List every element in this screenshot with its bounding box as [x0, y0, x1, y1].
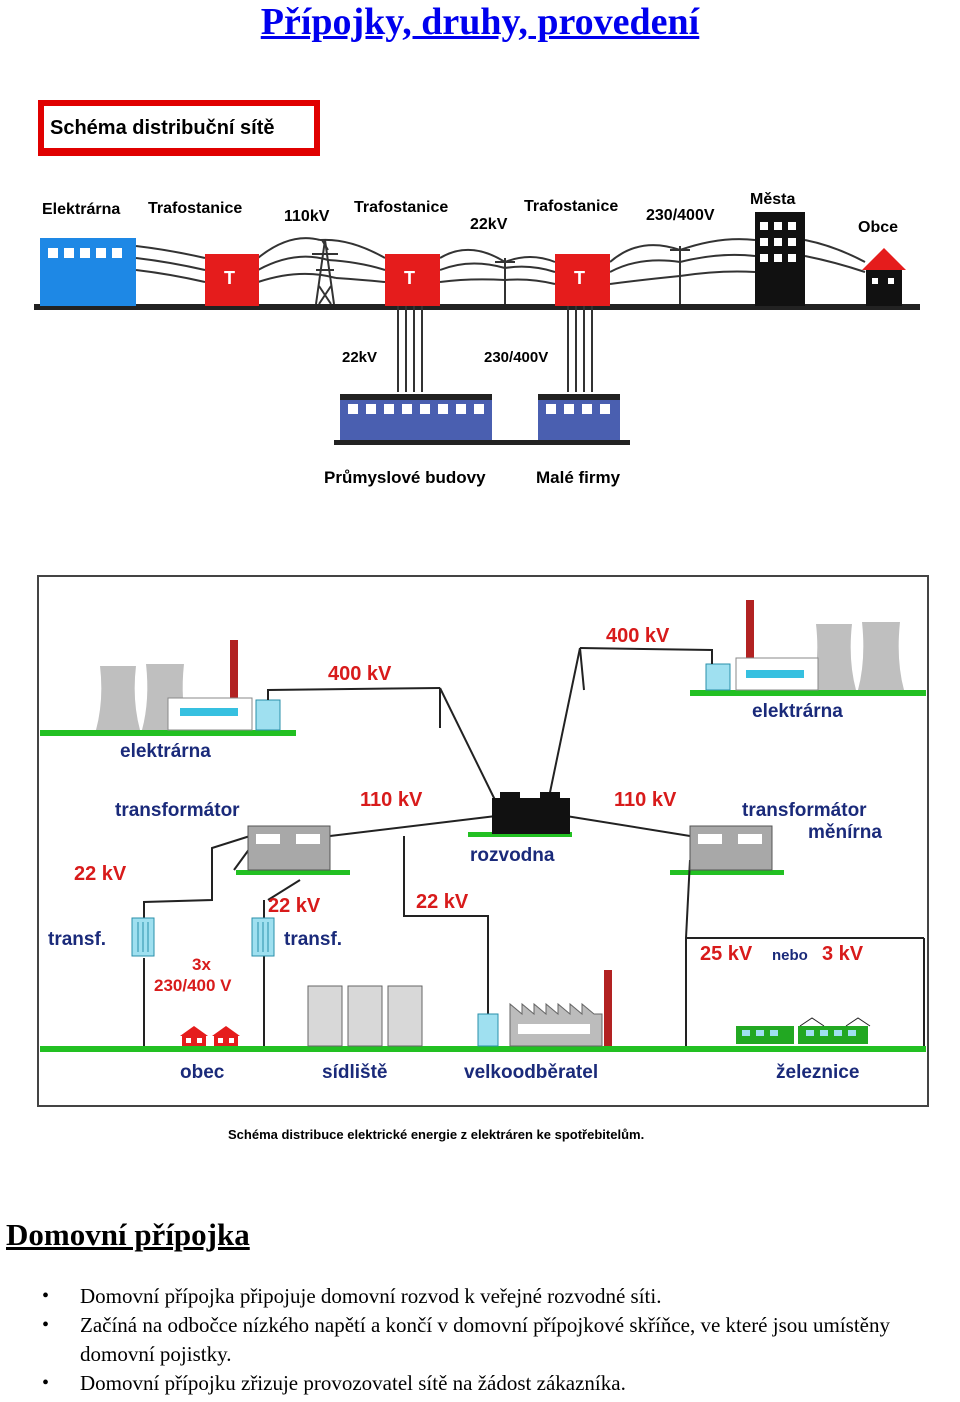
- label-sidliste: sídliště: [322, 1062, 387, 1083]
- label-110kv-right: 110 kV: [614, 789, 677, 811]
- village-house-icon: [862, 248, 906, 306]
- label-elektrarna-left: elektrárna: [120, 741, 211, 762]
- label-elektrarna: Elektrárna: [42, 201, 120, 218]
- transformer-station-2-icon: T: [385, 254, 440, 306]
- city-building-icon: [755, 212, 805, 306]
- distribution-network-diagram: Schéma distribuční sítě Elektrárna Trafo…: [34, 100, 920, 487]
- label-prumyslove-budovy: Průmyslové budovy: [324, 468, 486, 487]
- transformer-station-3-icon: T: [555, 254, 610, 306]
- label-trafostanice-1: Trafostanice: [148, 200, 242, 217]
- label-22kv-right: 22 kV: [416, 891, 469, 913]
- industrial-building-icon: [340, 394, 492, 442]
- svg-text:T: T: [404, 268, 415, 288]
- bullet-item: Začíná na odbočce nízkého napětí a končí…: [0, 1311, 960, 1369]
- small-business-building-icon: [538, 394, 620, 442]
- grid-lines: [143, 647, 925, 1046]
- train-icon: [736, 1017, 871, 1044]
- label-22kv: 22kV: [470, 216, 508, 233]
- label-sub-22kv: 22kV: [342, 349, 377, 366]
- power-plant-icon: [40, 238, 136, 306]
- label-22kv-mid: 22 kV: [268, 895, 321, 917]
- label-elektrarna-right: elektrárna: [752, 701, 843, 722]
- bullet-item: Domovní přípojka připojuje domovní rozvo…: [0, 1282, 960, 1311]
- transf-mid-icon: [251, 917, 275, 957]
- label-mesta: Města: [750, 191, 795, 208]
- factory-icon: [509, 970, 612, 1047]
- right-power-plant-icon: [705, 600, 904, 691]
- pole-22kv-icon: [495, 258, 515, 304]
- substation-icon: [492, 792, 570, 834]
- label-transformator-right: transformátor: [742, 800, 867, 821]
- energy-distribution-diagram: elektrárna 400 kV 400 kV elektrárna tran…: [37, 575, 929, 1142]
- label-zeleznice: železnice: [776, 1062, 859, 1083]
- left-power-plant-icon: [96, 640, 281, 731]
- diagram2-caption: Schéma distribuce elektrické energie z e…: [228, 1127, 644, 1142]
- pylon-110kv-icon: [312, 239, 338, 305]
- bullet-item: Domovní přípojku zřizuje provozovatel sí…: [0, 1369, 960, 1398]
- label-transformator-left: transformátor: [115, 800, 240, 821]
- label-trafostanice-3: Trafostanice: [524, 198, 618, 215]
- svg-text:T: T: [224, 268, 235, 288]
- diagram2-labels: elektrárna 400 kV 400 kV elektrárna tran…: [48, 625, 882, 1083]
- svg-text:T: T: [574, 268, 585, 288]
- label-230-400v: 230/400 V: [154, 976, 232, 995]
- pole-230v-icon: [670, 246, 690, 304]
- label-male-firmy: Malé firmy: [536, 468, 621, 487]
- label-25kv: 25 kV: [700, 943, 753, 965]
- page-title[interactable]: Přípojky, druhy, provedení: [260, 1, 700, 43]
- label-110kv: 110kV: [284, 208, 330, 225]
- village-houses-icon: [180, 1026, 240, 1046]
- bullet-list: Domovní přípojka připojuje domovní rozvo…: [0, 1282, 960, 1398]
- section-heading[interactable]: Domovní přípojka: [6, 1217, 250, 1252]
- label-transf-mid: transf.: [284, 929, 342, 950]
- label-transf-left: transf.: [48, 929, 106, 950]
- label-rozvodna: rozvodna: [470, 845, 555, 866]
- label-sub-230-400v: 230/400V: [484, 349, 548, 366]
- label-nebo: nebo: [772, 947, 808, 964]
- label-obec: obec: [180, 1062, 225, 1083]
- label-22kv-left: 22 kV: [74, 863, 127, 885]
- housing-estate-icon: [307, 985, 423, 1047]
- label-velkoodberatel: velkoodběratel: [464, 1062, 598, 1083]
- left-transformer-icon: [247, 825, 331, 871]
- label-obce: Obce: [858, 219, 898, 236]
- label-3kv: 3 kV: [822, 943, 864, 965]
- label-400kv-left: 400 kV: [328, 663, 392, 685]
- factory-feed-wires: [397, 306, 593, 392]
- label-3x: 3x: [192, 955, 211, 974]
- transf-velkoodberatel-icon: [477, 1013, 499, 1047]
- transmission-wires: [135, 237, 866, 285]
- transf-left-icon: [131, 917, 155, 957]
- diagram1-heading: Schéma distribuční sítě: [50, 117, 275, 139]
- label-230-400v: 230/400V: [646, 207, 715, 224]
- label-trafostanice-2: Trafostanice: [354, 199, 448, 216]
- label-110kv-left: 110 kV: [360, 789, 423, 811]
- label-menirna: měnírna: [808, 822, 882, 843]
- label-400kv-right: 400 kV: [606, 625, 670, 647]
- right-transformer-icon: [689, 825, 773, 871]
- transformer-station-1-icon: T: [205, 254, 259, 306]
- ground-strips: [40, 690, 926, 1052]
